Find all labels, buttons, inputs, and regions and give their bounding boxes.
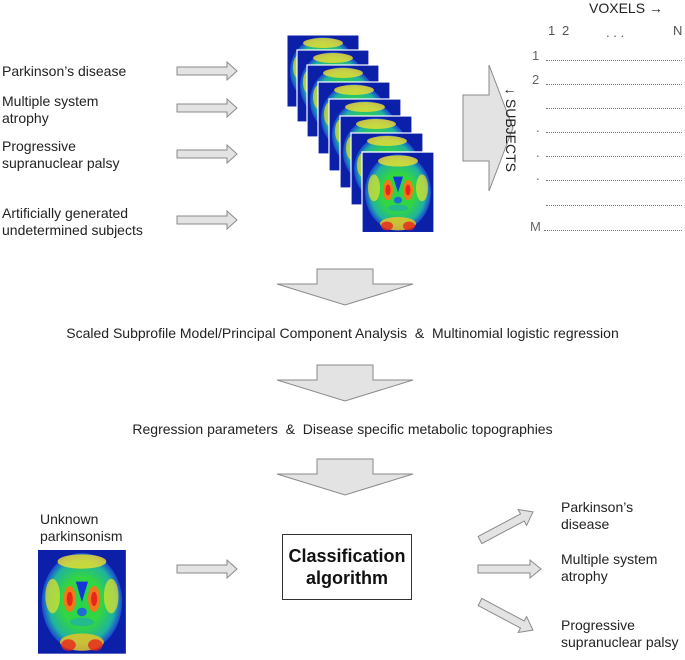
step2-text: Regression parameters & Disease specific… — [132, 421, 553, 437]
col-label-2: 2 — [562, 23, 570, 38]
down-arrow-2 — [276, 364, 414, 402]
input-arrow-2 — [176, 97, 238, 119]
classification-line-1: Classification — [288, 546, 406, 566]
to-matrix-arrow — [462, 64, 514, 192]
input-arrow-3 — [176, 143, 238, 165]
step1-text: Scaled Subprofile Model/Principal Compon… — [66, 325, 619, 341]
classification-algorithm-box: Classification algorithm — [282, 534, 412, 600]
row-label-dot-3: . — [536, 168, 540, 183]
matrix-row-line-5 — [546, 156, 682, 157]
unknown-parkinsonism-label: Unknown parkinsonism — [40, 511, 123, 544]
matrix-row-line-1 — [546, 60, 682, 61]
input-label-artificial: Artificially generated undetermined subj… — [2, 205, 143, 238]
unknown-brain-scan — [38, 550, 126, 654]
subjects-axis-label: ↓ SUBJECTS — [503, 88, 519, 173]
output-label-parkinsons: Parkinson’s disease — [561, 499, 634, 532]
output-arrow-1 — [477, 508, 534, 545]
matrix-row-line-2 — [546, 84, 682, 85]
brain-scan-stack — [286, 34, 435, 234]
unknown-to-classifier-arrow — [176, 558, 238, 580]
col-label-dots: . . . — [606, 25, 625, 40]
row-label-m: M — [530, 219, 541, 234]
down-arrow-1 — [276, 268, 414, 306]
input-label-parkinsons: Parkinson’s disease — [2, 63, 127, 79]
input-arrow-4 — [176, 209, 238, 231]
row-label-1: 1 — [532, 48, 540, 63]
matrix-row-line-6 — [546, 180, 682, 181]
output-arrow-3 — [477, 597, 534, 634]
classification-line-2: algorithm — [305, 568, 388, 588]
voxels-axis-label: VOXELS → — [589, 0, 663, 16]
output-arrow-2 — [477, 558, 542, 580]
matrix-row-line-4 — [546, 132, 682, 133]
output-label-msa: Multiple system atrophy — [561, 551, 658, 584]
matrix-row-line-7 — [546, 205, 682, 206]
row-label-dot-1: . — [536, 120, 540, 135]
input-label-psp: Progressive supranuclear palsy — [2, 138, 120, 171]
matrix-row-line-m — [544, 230, 682, 231]
col-label-1: 1 — [548, 23, 556, 38]
col-label-n: N — [673, 23, 683, 38]
input-label-msa: Multiple system atrophy — [2, 93, 99, 126]
brain-scan-8 — [361, 151, 435, 234]
row-label-2: 2 — [532, 72, 540, 87]
down-arrow-3 — [276, 458, 414, 496]
matrix-row-line-3 — [546, 108, 682, 109]
output-label-psp: Progressive supranuclear palsy — [561, 617, 679, 650]
input-arrow-1 — [176, 60, 238, 82]
row-label-dot-2: . — [536, 145, 540, 160]
